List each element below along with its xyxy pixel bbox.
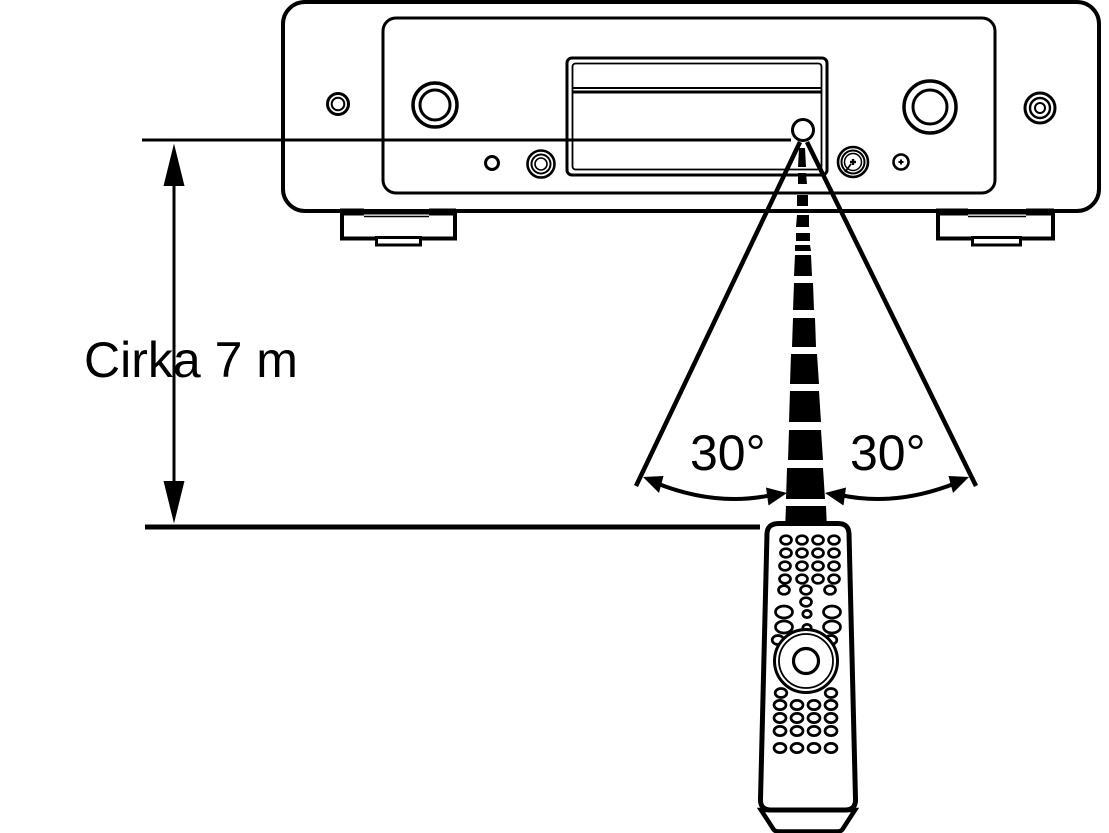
small-button-left (484, 155, 500, 171)
device-chassis (281, 0, 1101, 213)
power-button (326, 92, 350, 116)
device-inner-panel (381, 16, 997, 195)
remote-buttons (770, 534, 842, 754)
range-cone (633, 141, 979, 487)
right-jack (1023, 91, 1057, 125)
arrowhead-down (163, 481, 185, 524)
cone-line-left (633, 141, 803, 487)
remote-control (756, 521, 860, 833)
device-foot-left (340, 208, 457, 247)
tiny-button-plus (892, 153, 910, 171)
device-front-panel (281, 0, 1101, 247)
distance-arrow (163, 143, 185, 524)
angle-label-left: 30° (690, 425, 766, 481)
disc-tray (565, 56, 829, 177)
angle-arrow-left (643, 476, 787, 506)
device-foot-right (936, 208, 1055, 247)
source-knob (411, 81, 459, 129)
remote-sensor (791, 118, 815, 142)
volume-knob (902, 79, 958, 135)
remote-base (756, 807, 860, 833)
cone-line-right (804, 141, 979, 487)
angle-label-right: 30° (850, 425, 926, 481)
angle-arrow-right (825, 476, 969, 506)
ok-button (791, 646, 821, 676)
level-knob-plus (836, 145, 870, 179)
phones-jack-left (526, 149, 556, 179)
arrowhead-up (163, 143, 185, 186)
distance-label: Cirka 7 m (84, 332, 298, 388)
